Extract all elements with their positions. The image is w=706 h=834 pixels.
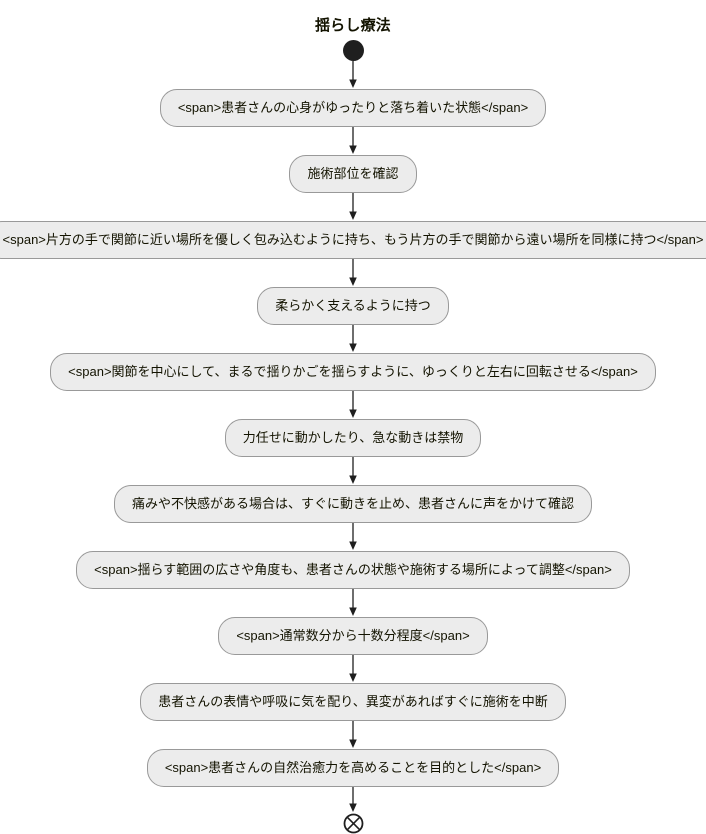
node-n2: 施術部位を確認 bbox=[289, 155, 417, 193]
node-n6: 力任せに動かしたり、急な動きは禁物 bbox=[224, 419, 482, 457]
edge-n9-n10 bbox=[346, 655, 360, 683]
node-n11: <span>患者さんの自然治癒力を高めることを目的とした</span> bbox=[146, 749, 560, 787]
start-node bbox=[342, 40, 364, 61]
edge-n6-n7 bbox=[346, 457, 360, 485]
node-n3: <span>片方の手で関節に近い場所を優しく包み込むように持ち、もう片方の手で関… bbox=[0, 221, 706, 259]
node-n10: 患者さんの表情や呼吸に気を配り、異変があればすぐに施術を中断 bbox=[140, 683, 566, 721]
edge-start-n1 bbox=[346, 61, 360, 89]
edge-n7-n8 bbox=[346, 523, 360, 551]
end-node bbox=[343, 813, 364, 834]
edge-n2-n3 bbox=[346, 193, 360, 221]
node-n5: <span>関節を中心にして、まるで揺りかごを揺らすように、ゆっくりと左右に回転… bbox=[50, 353, 656, 391]
node-n7: 痛みや不快感がある場合は、すぐに動きを止め、患者さんに声をかけて確認 bbox=[113, 485, 592, 523]
edge-n1-n2 bbox=[346, 127, 360, 155]
node-n4: 柔らかく支えるように持つ bbox=[257, 287, 449, 325]
edge-n4-n5 bbox=[346, 325, 360, 353]
node-n1: <span>患者さんの心身がゆったりと落ち着いた状態</span> bbox=[159, 89, 547, 127]
node-n9: <span>通常数分から十数分程度</span> bbox=[218, 617, 488, 655]
page-title: 揺らし療法 bbox=[314, 17, 391, 34]
flowchart-diagram: 揺らし療法 <span>患者さんの心身がゆったりと落ち着いた状態</span> … bbox=[0, 17, 706, 834]
edge-n5-n6 bbox=[346, 391, 360, 419]
edge-n11-end bbox=[346, 787, 360, 813]
flow-node-column: <span>患者さんの心身がゆったりと落ち着いた状態</span> 施術部位を確… bbox=[0, 40, 706, 834]
edge-n10-n11 bbox=[346, 721, 360, 749]
edge-n8-n9 bbox=[346, 589, 360, 617]
edge-n3-n4 bbox=[346, 259, 360, 287]
node-n8: <span>揺らす範囲の広さや角度も、患者さんの状態や施術する場所によって調整<… bbox=[76, 551, 630, 589]
